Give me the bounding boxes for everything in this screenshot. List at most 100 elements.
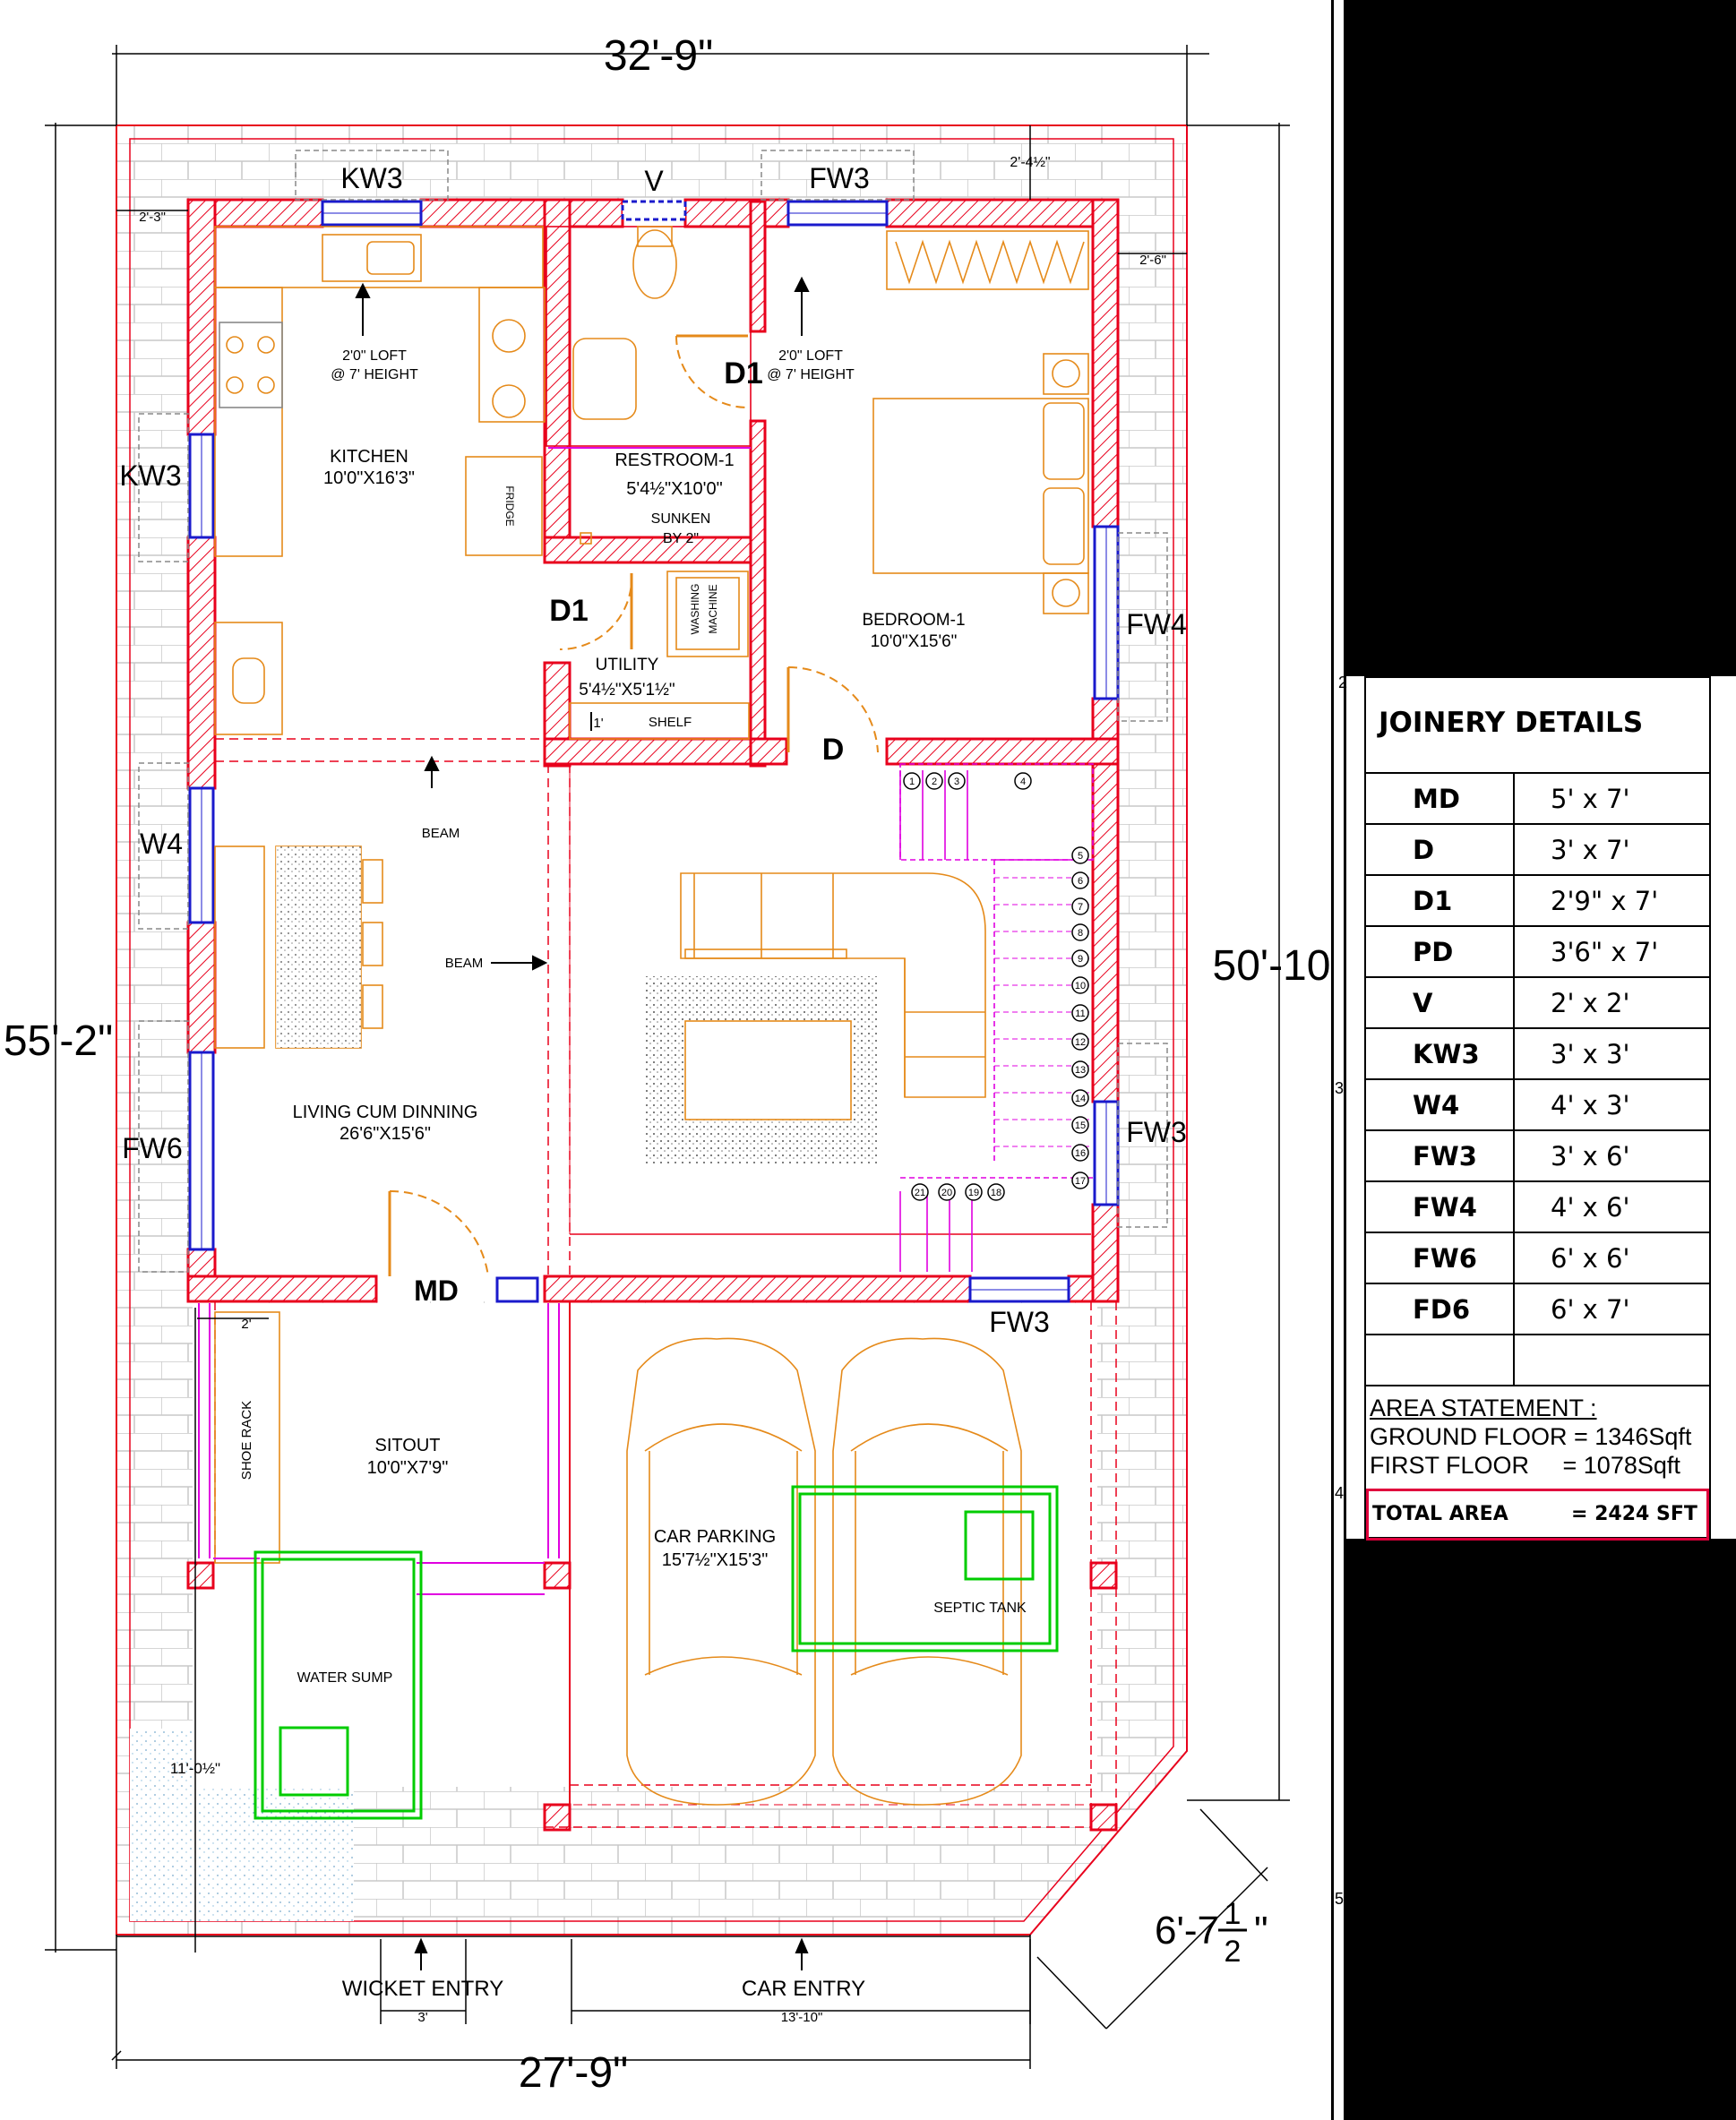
label-fw3-top: FW3 (809, 162, 870, 194)
stair-step-circle (1071, 1004, 1089, 1022)
furniture (214, 226, 1089, 1806)
dim-corner: 6'-7 (1155, 1909, 1219, 1953)
stair-step-number: 19 (968, 1188, 979, 1198)
joinery-code: V (1366, 977, 1515, 1029)
area-ground: GROUND FLOOR = 1346Sqft (1370, 1423, 1692, 1450)
bedroom-size: 10'0"X15'6" (871, 632, 958, 651)
tanks (254, 1485, 1059, 1820)
kitchen-loft-1: 2'0" LOFT (342, 348, 407, 364)
joinery-code: FW4 (1366, 1181, 1515, 1233)
dim-bottom-width: 27'-9" (519, 2049, 628, 2097)
stair-step-circle (1071, 976, 1089, 994)
joinery-size: 3' x 7' (1514, 824, 1709, 876)
stair-step-number: 15 (1075, 1120, 1086, 1131)
sunken-1: SUNKEN (651, 511, 711, 527)
label-fw3-bottom: FW3 (989, 1306, 1050, 1338)
dimension-lines (45, 45, 1290, 2069)
stair-step-circle (1071, 871, 1089, 889)
joinery-size: 2' x 2' (1514, 977, 1709, 1029)
stair-step-circle (925, 772, 943, 790)
stair-step-number: 11 (1075, 1009, 1085, 1019)
stair-step-circle (948, 772, 966, 790)
stair-step-circle (911, 1183, 929, 1201)
stair-step-number: 12 (1075, 1037, 1086, 1048)
water-sump (254, 1550, 423, 1820)
joinery-row (1366, 1335, 1709, 1386)
total-area-box: TOTAL AREA = 2424 SFT (1366, 1489, 1709, 1541)
joinery-size (1514, 1335, 1709, 1386)
dim-sitout-side: 2' (241, 1317, 251, 1332)
joinery-size: 5' x 7' (1514, 774, 1709, 825)
beam-label-2: BEAM (445, 956, 484, 971)
area-statement: AREA STATEMENT : GROUND FLOOR = 1346Sqft… (1366, 1386, 1709, 1480)
stair-step-number: 21 (915, 1188, 925, 1198)
utility-size: 5'4½"X5'1½" (579, 681, 675, 700)
joinery-code: D (1366, 824, 1515, 876)
sitout-size: 10'0"X7'9" (367, 1458, 449, 1478)
stair-step-circle (1071, 1060, 1089, 1078)
stair-step-number: 4 (1020, 777, 1026, 787)
dimension-labels: 32'-9" 27'-9" 55'-2" 50'-10" 6'-7 1 2 " … (4, 32, 1331, 2097)
stair-step-number: 1 (909, 777, 915, 787)
restroom-size: 5'4½"X10'0" (626, 479, 722, 499)
joinery-size: 6' x 7' (1514, 1283, 1709, 1335)
stair-step-number: 18 (991, 1188, 1001, 1198)
stair-step-number: 5 (1078, 851, 1083, 862)
joinery-size: 3' x 3' (1514, 1028, 1709, 1080)
stair-step-circle (1071, 1116, 1089, 1134)
parking-size: 15'7½"X15'3" (662, 1550, 769, 1570)
joinery-code: FW3 (1366, 1130, 1515, 1182)
shelf-label: SHELF (649, 715, 692, 730)
stair-step-number: 8 (1078, 928, 1083, 939)
dim-left-height: 55'-2" (4, 1017, 113, 1065)
walls (186, 198, 1120, 1832)
ventilator-v (621, 200, 687, 221)
window-md-side (495, 1276, 539, 1303)
stair-step-circle (938, 1183, 956, 1201)
car-entry-label: CAR ENTRY (742, 1977, 865, 2001)
joinery-size: 6' x 6' (1514, 1232, 1709, 1284)
staircase (899, 763, 1094, 1272)
stair-step-circle (1014, 772, 1032, 790)
label-v: V (644, 165, 664, 197)
dim-sump-offset: 11'-0½" (170, 1760, 220, 1777)
total-area-value: = 2424 SFT (1571, 1503, 1697, 1525)
dim-right-offset: 2'-6" (1139, 253, 1166, 268)
joinery-size: 3' x 6' (1514, 1130, 1709, 1182)
grid-tick: 2 (1338, 674, 1348, 691)
joinery-code: FD6 (1366, 1283, 1515, 1335)
stair-step-circle (1071, 846, 1089, 864)
joinery-code: W4 (1366, 1079, 1515, 1131)
label-d1-restroom: D1 (724, 356, 762, 391)
kitchen-loft-2: @ 7' HEIGHT (331, 367, 418, 382)
joinery-code: FW6 (1366, 1232, 1515, 1284)
utility-name: UTILITY (596, 656, 659, 674)
stair-step-circle (1071, 1089, 1089, 1107)
stair-step-circle (1071, 949, 1089, 967)
area-first: FIRST FLOOR = 1078Sqft (1370, 1452, 1680, 1479)
joinery-title: JOINERY DETAILS (1366, 678, 1709, 774)
label-d: D (822, 733, 845, 767)
stair-step-circle (1071, 923, 1089, 941)
room-labels: KITCHEN 10'0"X16'3" 2'0" LOFT @ 7' HEIGH… (239, 348, 1027, 2001)
living-name: LIVING CUM DINNING (293, 1103, 478, 1122)
label-md: MD (414, 1275, 459, 1307)
stair-step-circle (1071, 897, 1089, 915)
sitout-name: SITOUT (375, 1436, 441, 1455)
stair-step-circle (903, 772, 921, 790)
kitchen-size: 10'0"X16'3" (323, 468, 415, 488)
dim-corner-num: 1 (1225, 1897, 1242, 1931)
label-fw3-right: FW3 (1126, 1116, 1187, 1148)
black-region (1344, 1539, 1736, 2120)
label-kw3-top: KW3 (340, 162, 402, 194)
joinery-size: 3'6" x 7' (1514, 926, 1709, 978)
